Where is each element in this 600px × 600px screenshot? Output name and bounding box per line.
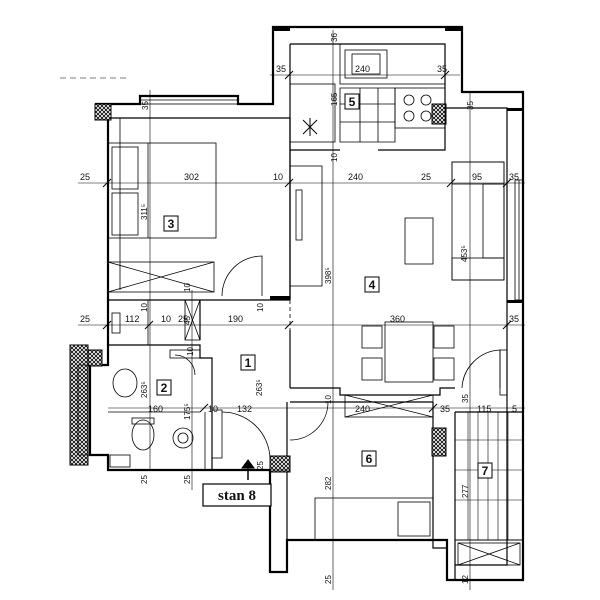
dim-label: 5 [512,404,517,414]
dim-label: 360 [390,314,405,324]
wall-bands [270,27,523,303]
dim-label: 10 [208,404,218,414]
dim-label: 35 [466,101,475,110]
dim-label: 302 [184,172,199,182]
dim-label: 10 [140,303,149,312]
dim-label: 12 [461,575,470,584]
furniture [107,43,523,566]
dim-label: 10 [256,303,265,312]
dim-label: 25 [256,461,265,470]
dim-label: 36 [330,33,339,42]
room-number-6: 6 [366,452,373,466]
dim-label: 35 [440,404,450,414]
dim-label: 240 [355,404,370,414]
dim-label: 25 [324,575,333,584]
dim-label: 453⁵ [460,245,469,262]
dim-label: 35 [509,314,519,324]
dim-label: 45 [183,316,192,325]
dim-label: 35 [276,64,286,74]
room-number-7: 7 [482,464,489,478]
dim-label: 277 [461,484,470,498]
dim-label: 240 [355,64,370,74]
room-number-3: 3 [168,217,175,231]
dim-label: 132 [237,404,252,414]
dim-label: 35 [141,101,150,110]
entrance-arrow-icon [241,459,255,480]
walls [88,25,525,582]
asterisk-icon [302,118,318,136]
room-number-5: 5 [349,95,356,109]
dim-label: 25 [80,314,90,324]
dim-label: 10 [324,395,333,404]
dim-label: 25 [140,475,149,484]
dimension-labels: 36 240 35 35 165 10 35 35 25 302 10 240 … [80,33,519,584]
room-number-1: 1 [245,356,252,370]
dim-label: 263⁵ [255,379,264,396]
dim-label: 25 [421,172,431,182]
dim-label: 10 [273,172,283,182]
dim-label: 35 [437,64,447,74]
dim-label: 35 [461,394,470,403]
dim-label: 25 [80,172,90,182]
dim-label: 190 [228,314,243,324]
apartment-label-box [202,483,272,507]
dim-label: 10 [186,347,195,356]
dim-label: 282 [324,476,333,490]
dim-label: 10 [183,283,192,292]
room-number-4: 4 [369,278,376,292]
room-number-2: 2 [161,381,168,395]
dim-label: 112 [125,314,139,324]
dimension-ticks [102,70,512,413]
dim-label: 263⁵ [140,381,149,398]
dim-label: 175⁵ [183,403,192,420]
dim-label: 311⁵ [140,204,149,220]
dim-label: 35 [509,172,519,182]
hatched-columns [69,103,447,473]
dimension-lines [60,30,525,590]
dim-label: 240 [348,172,363,182]
dim-label: 398⁵ [324,267,333,284]
dim-label: 25 [183,475,192,484]
room-numbers: 1 2 3 4 5 6 7 [156,93,493,479]
dim-label: 10 [161,314,171,324]
dim-label: 165 [330,92,339,106]
dim-label: 160 [148,404,163,414]
windows [77,95,524,456]
dim-label: 10 [330,153,339,162]
dim-label: 115 [477,404,491,414]
dim-label: 95 [472,172,482,182]
apartment-label: stan 8 [218,488,256,504]
dim-label: 25 [178,314,188,324]
